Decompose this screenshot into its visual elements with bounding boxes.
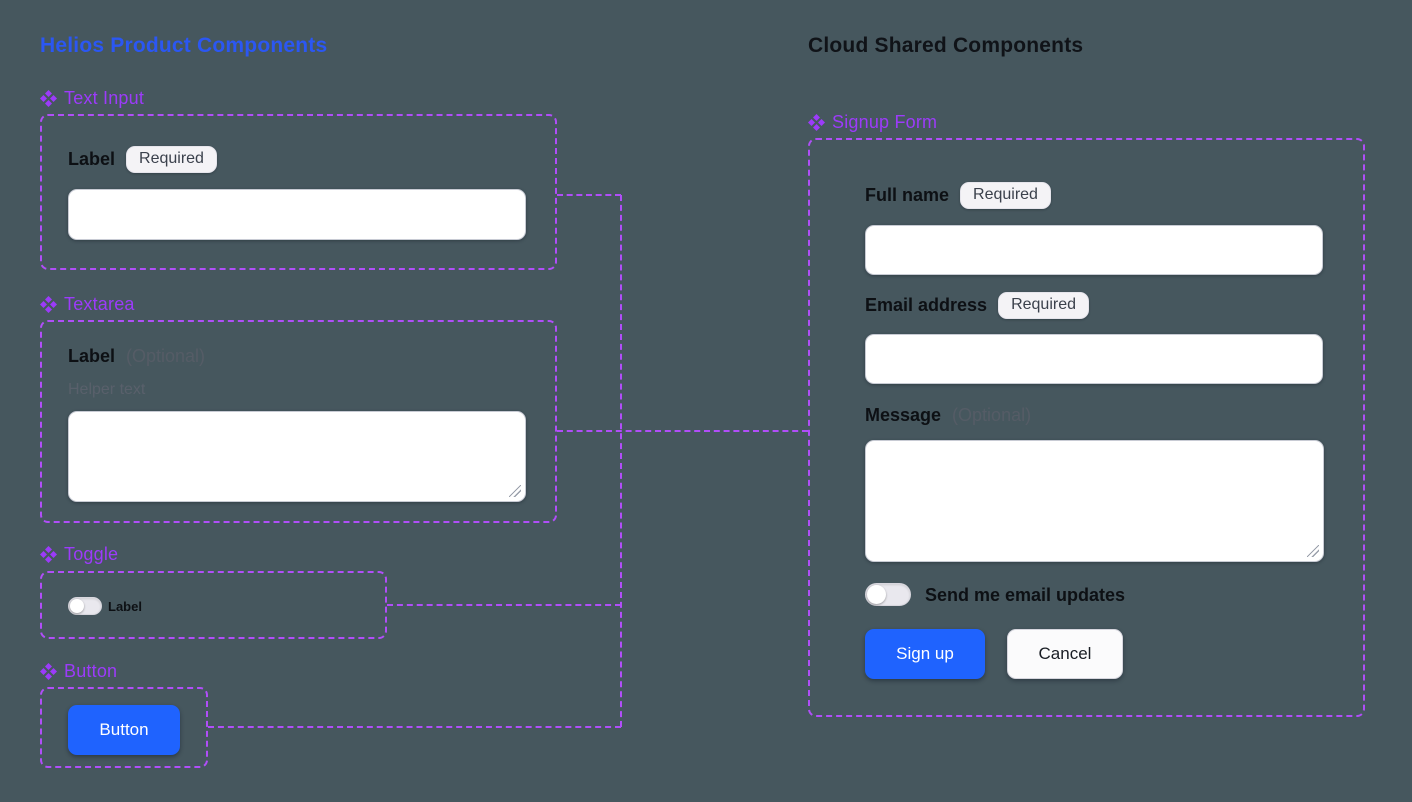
textarea-label-row: Label (Optional) bbox=[68, 346, 205, 367]
frame-button[interactable]: Button bbox=[40, 687, 208, 768]
right-library-title: Cloud Shared Components bbox=[808, 34, 1084, 57]
component-name: Signup Form bbox=[832, 112, 938, 132]
component-name: Button bbox=[64, 661, 118, 681]
connector-toggle bbox=[387, 604, 621, 606]
text-input-label-row: Label Required bbox=[68, 146, 217, 173]
component-name: Text Input bbox=[64, 88, 145, 108]
field-label-text: Full name bbox=[865, 185, 950, 205]
optional-text: (Optional) bbox=[126, 346, 206, 366]
required-badge: Required bbox=[998, 292, 1089, 319]
connector-text-input bbox=[557, 194, 621, 196]
field-label-text: Label bbox=[68, 346, 116, 366]
full-name-label-row: Full name Required bbox=[865, 182, 1051, 209]
required-badge: Required bbox=[126, 146, 217, 173]
field-label-text: Email address bbox=[865, 295, 988, 315]
component-name: Toggle bbox=[64, 544, 119, 564]
component-label-signup-form[interactable]: Signup Form bbox=[808, 112, 937, 133]
textarea-wrap bbox=[68, 411, 526, 502]
text-input-field[interactable] bbox=[68, 189, 526, 240]
sample-button[interactable]: Button bbox=[68, 705, 180, 755]
frame-toggle[interactable]: Label bbox=[40, 571, 387, 639]
component-name: Textarea bbox=[64, 294, 135, 314]
message-label-row: Message (Optional) bbox=[865, 405, 1031, 426]
frame-text-input[interactable]: Label Required bbox=[40, 114, 557, 270]
field-label-text: Label bbox=[68, 149, 116, 169]
component-label-toggle[interactable]: Toggle bbox=[40, 544, 118, 565]
connector-textarea bbox=[557, 430, 808, 432]
component-diamond-icon bbox=[40, 663, 57, 680]
optional-text: (Optional) bbox=[952, 405, 1032, 425]
email-input[interactable] bbox=[865, 334, 1323, 384]
connector-button bbox=[208, 726, 621, 728]
field-label-text: Message bbox=[865, 405, 942, 425]
frame-textarea[interactable]: Label (Optional) Helper text bbox=[40, 320, 557, 523]
message-textarea[interactable] bbox=[865, 440, 1324, 562]
component-label-textarea[interactable]: Textarea bbox=[40, 294, 135, 315]
component-diamond-icon bbox=[40, 546, 57, 563]
component-diamond-icon bbox=[40, 90, 57, 107]
component-diamond-icon bbox=[40, 296, 57, 313]
component-label-text-input[interactable]: Text Input bbox=[40, 88, 144, 109]
cancel-button[interactable]: Cancel bbox=[1007, 629, 1123, 679]
toggle-label: Label bbox=[108, 599, 142, 614]
frame-signup-form[interactable]: Full name Required Email address Require… bbox=[808, 138, 1365, 717]
toggle-switch[interactable] bbox=[68, 597, 102, 615]
email-updates-label: Send me email updates bbox=[925, 585, 1126, 605]
left-library-title: Helios Product Components bbox=[40, 34, 328, 57]
full-name-input[interactable] bbox=[865, 225, 1323, 275]
component-label-button[interactable]: Button bbox=[40, 661, 117, 682]
toggle-knob bbox=[867, 585, 886, 604]
email-updates-toggle[interactable] bbox=[865, 583, 911, 606]
toggle-knob bbox=[70, 599, 84, 613]
required-badge: Required bbox=[960, 182, 1051, 209]
message-textarea-wrap bbox=[865, 440, 1324, 562]
sign-up-button[interactable]: Sign up bbox=[865, 629, 985, 679]
component-diamond-icon bbox=[808, 114, 825, 131]
helper-text: Helper text bbox=[68, 381, 146, 398]
email-label-row: Email address Required bbox=[865, 292, 1089, 319]
connector-trunk bbox=[620, 195, 622, 727]
textarea-field[interactable] bbox=[68, 411, 526, 502]
